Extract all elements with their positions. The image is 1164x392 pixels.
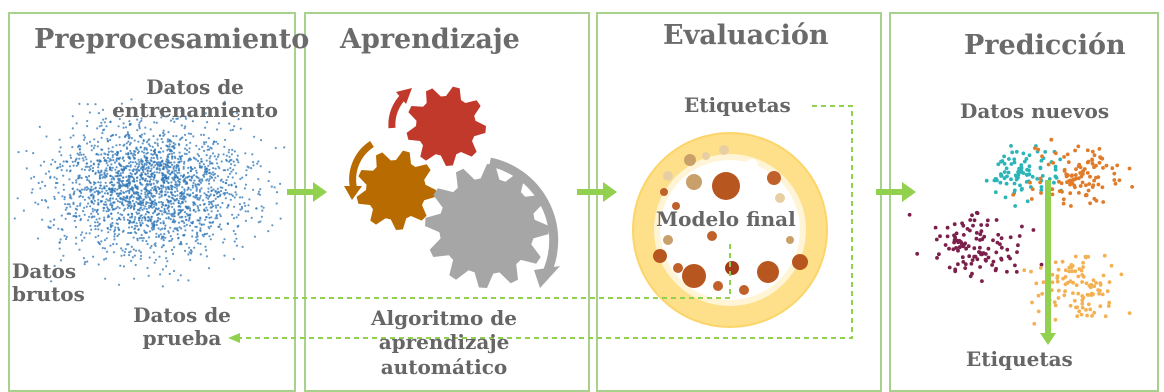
prediction-arrow-shaft [1045, 180, 1051, 335]
prediction-arrow-head [1040, 333, 1056, 345]
label-raw-data: Datos brutos [12, 259, 85, 306]
title-aprendizaje: Aprendizaje [340, 24, 520, 55]
stage-arrow-3 [876, 182, 916, 202]
label-new-data: Datos nuevos [960, 99, 1110, 123]
title-evaluacion: Evaluación [663, 20, 829, 51]
label-training-data: Datos de entrenamiento [112, 75, 278, 122]
rotation-arrowhead-orange [344, 186, 362, 200]
title-prediccion: Predicción [964, 30, 1126, 61]
title-preprocesamiento: Preprocesamiento [34, 24, 310, 55]
gear-red-icon [406, 86, 486, 166]
label-final-model: Modelo final [656, 207, 796, 231]
stage-arrow-2 [577, 182, 617, 202]
test-data-dashed-line [230, 240, 731, 299]
labels-dashed-line [240, 105, 853, 339]
label-etiquetas-pred: Etiquetas [966, 347, 1073, 371]
rotation-arrowhead-red [396, 88, 412, 104]
rotation-arrowhead-gray [534, 266, 560, 288]
prediction-clusters [907, 137, 1134, 326]
rotation-arrow-red [388, 93, 407, 129]
label-algorithm: Algoritmo de aprendizaje automático [371, 306, 517, 379]
rotation-arrow-orange [349, 141, 375, 191]
labels-dashed-arrowhead [228, 333, 240, 343]
label-test-data: Datos de prueba [133, 303, 231, 350]
rotation-arrow-gray [489, 157, 559, 272]
gear-gray-icon [425, 164, 549, 288]
raw-data-scatter [13, 98, 286, 288]
label-etiquetas-eval: Etiquetas [684, 93, 791, 117]
model-dots [653, 145, 808, 295]
panel-prediccion [889, 12, 1159, 392]
gear-orange-icon [356, 150, 436, 230]
stage-arrow-1 [287, 182, 327, 202]
